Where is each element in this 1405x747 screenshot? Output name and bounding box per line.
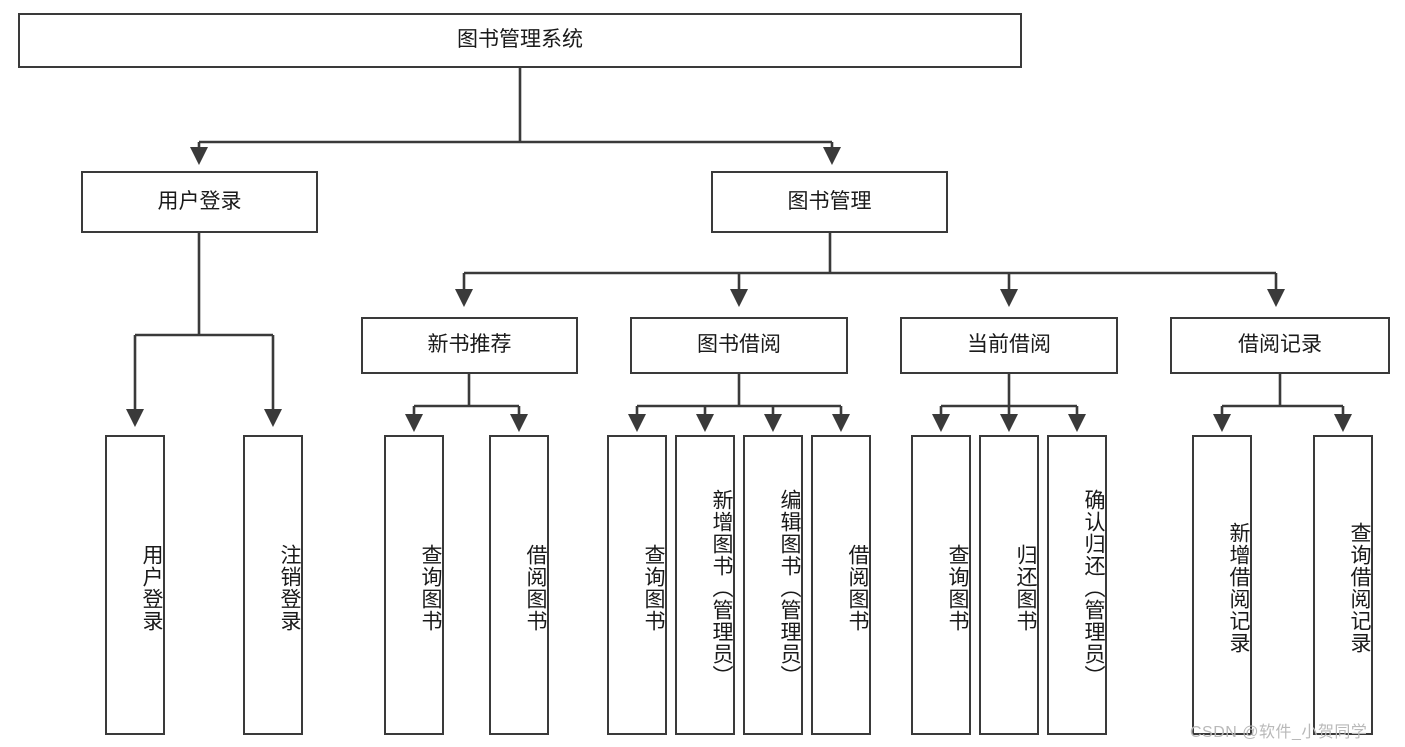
node-label: 借阅图书 — [524, 544, 547, 632]
node-label: 新增图书（管理员） — [710, 489, 733, 687]
node-label: 用户登录 — [157, 189, 242, 213]
node-label: 借阅图书 — [846, 544, 869, 632]
node-label: 图书借阅 — [697, 333, 781, 357]
node-label: 归还图书 — [1014, 544, 1037, 632]
leaf-user-login-logout[interactable]: 注销登录 — [243, 435, 303, 735]
leaf-book-borrow-edit-book-admin[interactable]: 编辑图书（管理员） — [743, 435, 803, 735]
leaf-current-borrow-confirm-return-admin[interactable]: 确认归还（管理员） — [1047, 435, 1107, 735]
node-current-borrow[interactable]: 当前借阅 — [900, 317, 1118, 374]
node-label: 用户登录 — [140, 544, 163, 632]
leaf-borrow-record-add-record[interactable]: 新增借阅记录 — [1192, 435, 1252, 735]
node-label: 当前借阅 — [967, 333, 1051, 357]
leaf-borrow-record-query-record[interactable]: 查询借阅记录 — [1313, 435, 1373, 735]
node-label: 注销登录 — [278, 544, 301, 632]
node-label: 查询借阅记录 — [1348, 522, 1371, 654]
watermark-text: CSDN @软件_小贺同学 — [1190, 724, 1368, 741]
leaf-book-borrow-borrow-book[interactable]: 借阅图书 — [811, 435, 871, 735]
node-label: 查询图书 — [419, 544, 442, 632]
leaf-current-borrow-return-book[interactable]: 归还图书 — [979, 435, 1039, 735]
node-label: 查询图书 — [946, 544, 969, 632]
node-label: 借阅记录 — [1238, 333, 1322, 357]
csdn-watermark: CSDN @软件_小贺同学 — [1190, 718, 1367, 742]
leaf-book-borrow-query-book[interactable]: 查询图书 — [607, 435, 667, 735]
node-label: 确认归还（管理员） — [1082, 489, 1105, 687]
node-label: 编辑图书（管理员） — [778, 489, 801, 687]
node-label: 新书推荐 — [427, 333, 512, 357]
node-root-book-management-system[interactable]: 图书管理系统 — [18, 13, 1022, 68]
node-new-book-recommendation[interactable]: 新书推荐 — [361, 317, 578, 374]
node-label: 图书管理系统 — [457, 28, 583, 52]
node-book-management[interactable]: 图书管理 — [711, 171, 948, 233]
node-borrow-record[interactable]: 借阅记录 — [1170, 317, 1390, 374]
node-user-login[interactable]: 用户登录 — [81, 171, 318, 233]
node-label: 查询图书 — [642, 544, 665, 632]
leaf-new-book-borrow-book[interactable]: 借阅图书 — [489, 435, 549, 735]
node-label: 新增借阅记录 — [1227, 522, 1250, 654]
node-book-borrow[interactable]: 图书借阅 — [630, 317, 848, 374]
leaf-book-borrow-add-book-admin[interactable]: 新增图书（管理员） — [675, 435, 735, 735]
leaf-new-book-query-book[interactable]: 查询图书 — [384, 435, 444, 735]
leaf-user-login-login[interactable]: 用户登录 — [105, 435, 165, 735]
leaf-current-borrow-query-book[interactable]: 查询图书 — [911, 435, 971, 735]
node-label: 图书管理 — [787, 189, 872, 213]
